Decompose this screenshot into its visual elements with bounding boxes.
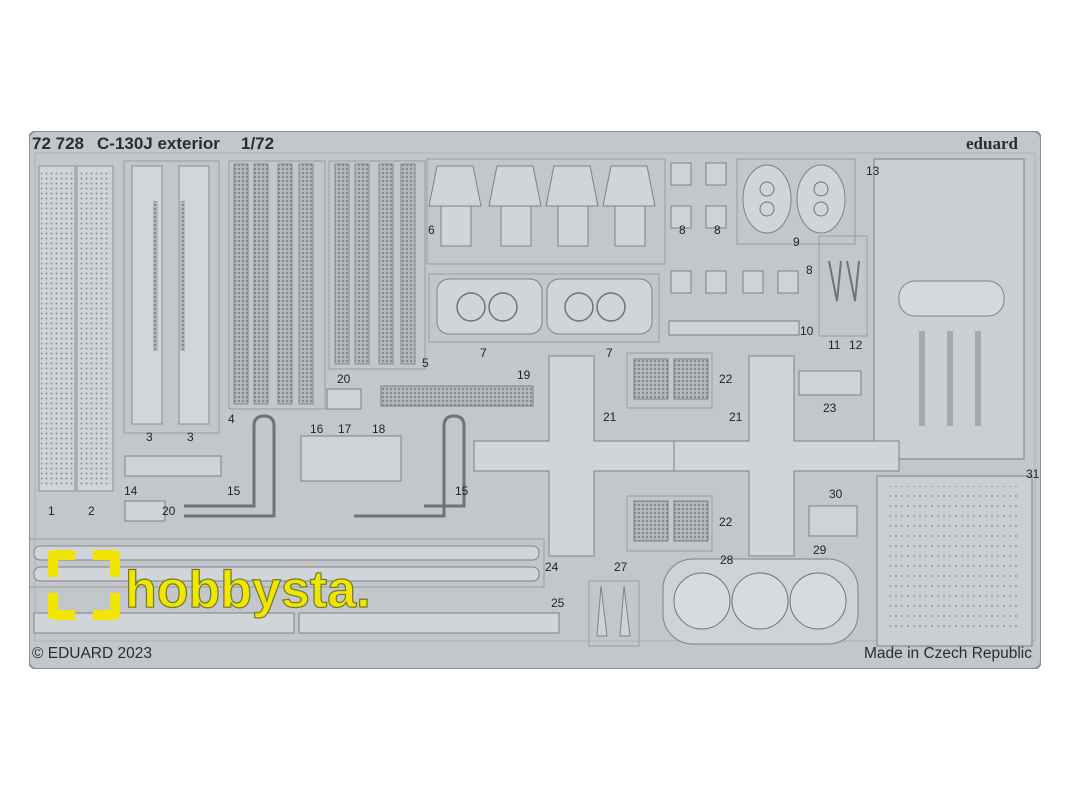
part-label: 22 [719, 372, 733, 386]
part-label: 12 [849, 338, 863, 352]
photo-etch-fret [29, 131, 1041, 669]
copyright-text: © EDUARD 2023 [32, 645, 152, 662]
part-label: 19 [517, 368, 531, 382]
part-label: 7 [480, 346, 487, 360]
part-1-2-strips [38, 165, 114, 492]
part-8-small-brackets [670, 162, 799, 294]
part-30 [808, 505, 858, 537]
part-label: 15 [227, 484, 241, 498]
part-label: 9 [793, 235, 800, 249]
part-16-17-18 [300, 435, 402, 482]
part-label: 7 [606, 346, 613, 360]
part-label: 20 [162, 504, 176, 518]
part-label: 2 [88, 504, 95, 518]
part-label: 3 [187, 430, 194, 444]
part-label: 11 [828, 338, 841, 352]
part-label: 22 [719, 515, 733, 529]
part-label: 21 [729, 410, 743, 424]
watermark-logo: hobbysta.pl [48, 550, 370, 620]
part-6-brackets [426, 158, 666, 265]
part-label: 8 [679, 223, 686, 237]
part-5-mesh-strips [328, 160, 426, 370]
part-label: 31 [1026, 467, 1040, 481]
part-22 [626, 352, 713, 552]
part-31-panel [876, 475, 1033, 647]
part-label: 8 [714, 223, 721, 237]
part-label: 10 [800, 324, 814, 338]
part-27 [588, 580, 640, 647]
part-label: 28 [720, 553, 734, 567]
part-label: 16 [310, 422, 324, 436]
part-label: 3 [146, 430, 153, 444]
part-label: 18 [372, 422, 386, 436]
part-9-ovals [736, 158, 856, 245]
watermark-text: hobbysta.pl [125, 561, 370, 619]
part-21-crosses [473, 355, 900, 557]
part-label: 20 [337, 372, 351, 386]
part-15-brackets [184, 414, 466, 518]
part-label: 13 [866, 164, 880, 178]
part-10-strip [668, 320, 800, 336]
fret-title: C-130J exterior [97, 134, 220, 153]
part-label: 24 [545, 560, 559, 574]
fret-code: 72 728 [32, 134, 84, 153]
part-28-29-discs [662, 558, 859, 645]
part-24-rails [29, 538, 545, 588]
part-label: 30 [829, 487, 843, 501]
part-19 [380, 385, 534, 407]
part-label: 25 [551, 596, 565, 610]
part-label: 27 [614, 560, 628, 574]
part-label: 8 [806, 263, 813, 277]
part-label: 1 [48, 504, 55, 518]
fret-scale: 1/72 [241, 134, 275, 153]
part-label: 15 [455, 484, 469, 498]
part-label: 21 [603, 410, 617, 424]
part-23 [798, 370, 862, 396]
part-label: 14 [124, 484, 138, 498]
watermark-icon [48, 550, 120, 620]
brand-logo: eduard [966, 134, 1018, 153]
part-label: 23 [823, 401, 837, 415]
part-13-panel [873, 158, 1025, 460]
part-label: 17 [338, 422, 352, 436]
origin-text: Made in Czech Republic [864, 645, 1033, 662]
part-14 [124, 455, 222, 477]
part-label: 4 [228, 412, 235, 426]
part-3-strips [123, 160, 220, 434]
part-label: 5 [422, 356, 429, 370]
part-11-12 [818, 235, 868, 337]
part-label: 6 [428, 223, 435, 237]
part-7-plates [428, 273, 660, 343]
part-4-mesh-strips [228, 160, 326, 410]
part-label: 29 [813, 543, 827, 557]
part-20 [124, 388, 362, 522]
